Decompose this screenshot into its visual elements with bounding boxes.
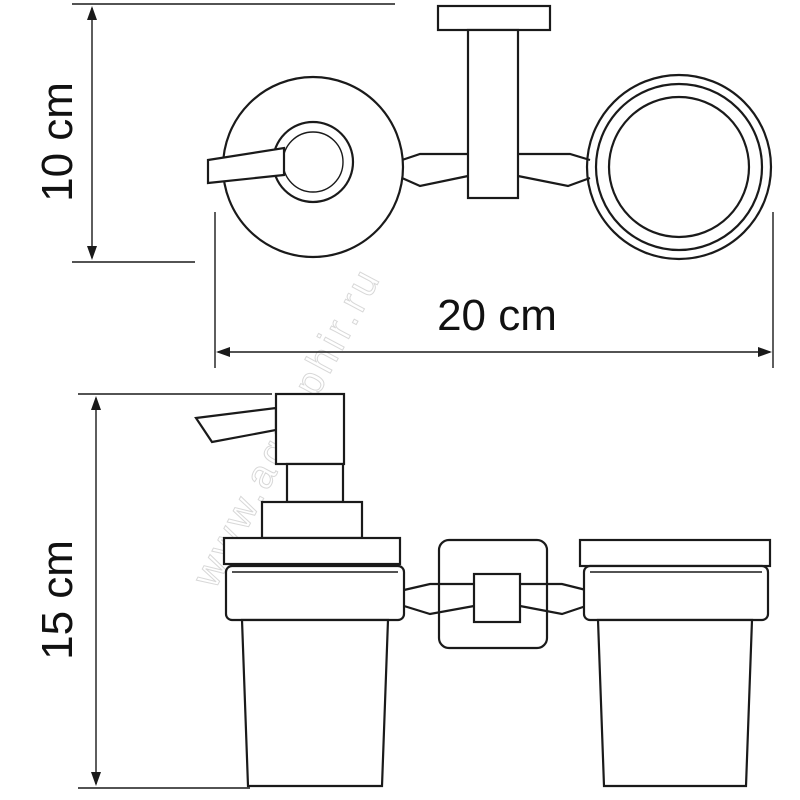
front-arm-hub	[472, 572, 522, 624]
front-cup-ring	[582, 564, 770, 622]
front-arm-right	[519, 582, 587, 616]
front-cup-rim	[578, 538, 772, 568]
front-cup-body	[596, 618, 754, 788]
front-dispenser-ring	[224, 564, 406, 622]
top-cup-rim	[594, 82, 764, 252]
front-dispenser-lid	[222, 536, 402, 566]
front-view	[194, 392, 772, 788]
top-cup-outer	[585, 73, 773, 261]
dim-bottom-height: 15 cm	[33, 393, 272, 789]
top-mount-post	[466, 28, 520, 200]
top-right-arm	[517, 152, 591, 188]
front-pump-collar	[260, 500, 364, 540]
front-arm-left	[403, 582, 475, 616]
front-pump-head	[274, 392, 346, 466]
top-mount-cap	[436, 4, 552, 32]
dim-bottom-height-label: 15 cm	[33, 540, 82, 660]
front-dispenser-container	[240, 618, 390, 788]
top-cup-inner	[607, 95, 751, 239]
dim-top-height-label: 10 cm	[33, 82, 82, 202]
dim-width-label: 20 cm	[437, 291, 557, 340]
top-left-arm	[401, 152, 469, 188]
top-view	[206, 4, 773, 261]
dim-top-height: 10 cm	[33, 3, 395, 263]
front-pump-stem	[285, 462, 345, 504]
top-dispenser-spout	[206, 146, 286, 185]
dim-width: 20 cm	[214, 212, 774, 368]
